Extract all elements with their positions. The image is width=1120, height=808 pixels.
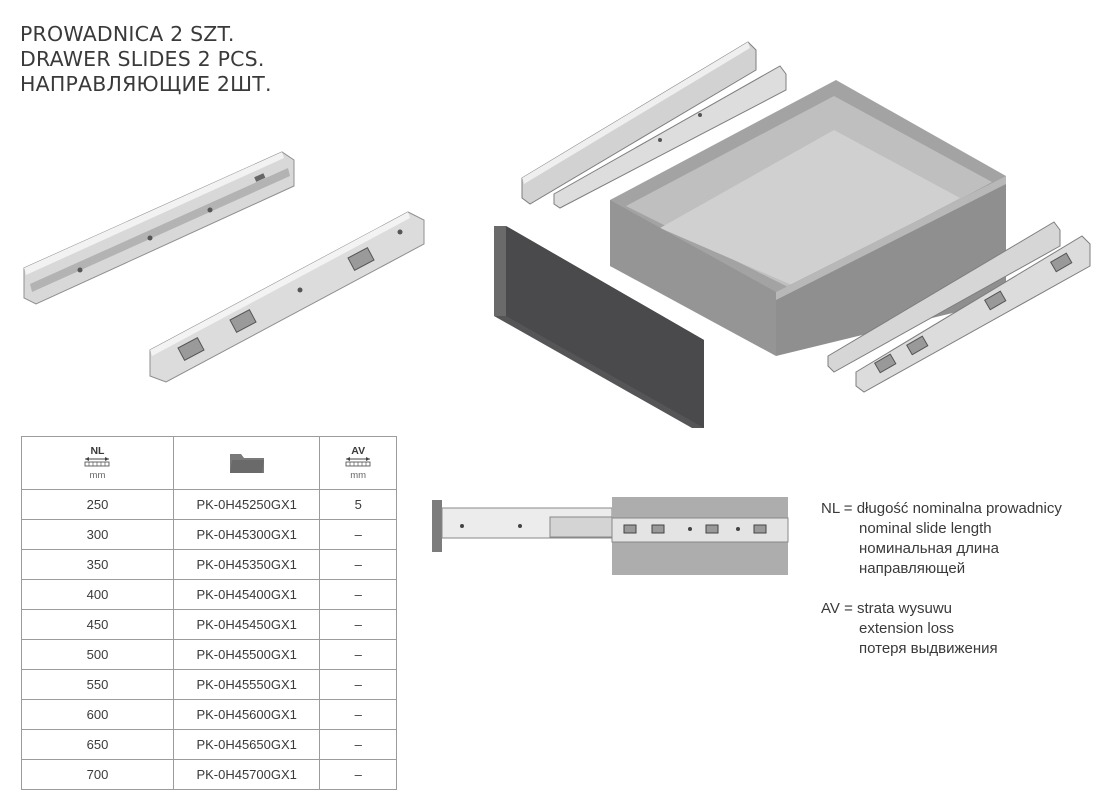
drawer-slide-image-left-upper [23, 151, 295, 305]
legend-av-line3: потеря выдвижения [859, 640, 998, 657]
title-english: DRAWER SLIDES 2 PCS. [20, 47, 265, 71]
cell-av: 5 [319, 489, 397, 520]
cell-code: PK-0H45650GX1 [172, 729, 321, 760]
header-code [172, 436, 321, 490]
title-russian: НАПРАВЛЯЮЩИЕ 2ШТ. [20, 72, 272, 96]
cell-nl: 450 [21, 609, 174, 640]
legend-nl-line4: направляющей [859, 560, 966, 577]
slide-side-view-diagram [432, 497, 789, 575]
cell-nl: 300 [21, 519, 174, 550]
cell-code: PK-0H45700GX1 [172, 759, 321, 790]
header-nl: NL mm [21, 436, 174, 490]
cell-nl: 550 [21, 669, 174, 700]
legend-nl-line3: номинальная длина [859, 540, 999, 557]
ruler-icon [85, 456, 110, 466]
table-header-row: NL mm AV [21, 436, 397, 490]
folder-icon [229, 453, 264, 473]
drawer-slide-image-left-lower [149, 211, 425, 383]
cell-nl: 400 [21, 579, 174, 610]
cell-av: – [319, 639, 397, 670]
cell-nl: 250 [21, 489, 174, 520]
cell-nl: 500 [21, 639, 174, 670]
cell-nl: 600 [21, 699, 174, 730]
cell-av: – [319, 759, 397, 790]
nl-icon: NL mm [84, 445, 110, 481]
cell-av: – [319, 609, 397, 640]
legend-av-line1: AV = strata wysuwu [821, 600, 953, 617]
cell-code: PK-0H45600GX1 [172, 699, 321, 730]
cell-code: PK-0H45350GX1 [172, 549, 321, 580]
cell-code: PK-0H45300GX1 [172, 519, 321, 550]
legend-av-line2: extension loss [859, 620, 955, 637]
cell-nl: 650 [21, 729, 174, 760]
cell-av: – [319, 579, 397, 610]
abbreviation-legend: NL = długość nominalna prowadnicy nomina… [821, 499, 1062, 659]
cell-nl: 700 [21, 759, 174, 790]
cell-av: – [319, 729, 397, 760]
drawer-box-image [610, 80, 1006, 356]
av-icon: AV mm [345, 445, 371, 481]
product-title: PROWADNICA 2 SZT. DRAWER SLIDES 2 PCS. Н… [20, 22, 272, 97]
ruler-icon [345, 456, 371, 466]
cell-code: PK-0H45400GX1 [172, 579, 321, 610]
title-polish: PROWADNICA 2 SZT. [20, 22, 235, 46]
cell-av: – [319, 669, 397, 700]
cell-code: PK-0H45450GX1 [172, 609, 321, 640]
cell-av: – [319, 699, 397, 730]
cell-code: PK-0H45550GX1 [172, 669, 321, 700]
drawer-slide-image-top [521, 41, 787, 209]
legend-nl-line1: NL = długość nominalna prowadnicy [821, 500, 1062, 517]
cell-code: PK-0H45500GX1 [172, 639, 321, 670]
drawer-slide-image-bottom [827, 221, 1091, 393]
spec-table: NL mm AV [21, 436, 397, 790]
legend-nl-line2: nominal slide length [859, 520, 992, 537]
drawer-front-panel-image [494, 226, 704, 428]
cell-code: PK-0H45250GX1 [172, 489, 321, 520]
header-av: AV mm [319, 436, 397, 490]
cell-av: – [319, 519, 397, 550]
cell-av: – [319, 549, 397, 580]
cell-nl: 350 [21, 549, 174, 580]
